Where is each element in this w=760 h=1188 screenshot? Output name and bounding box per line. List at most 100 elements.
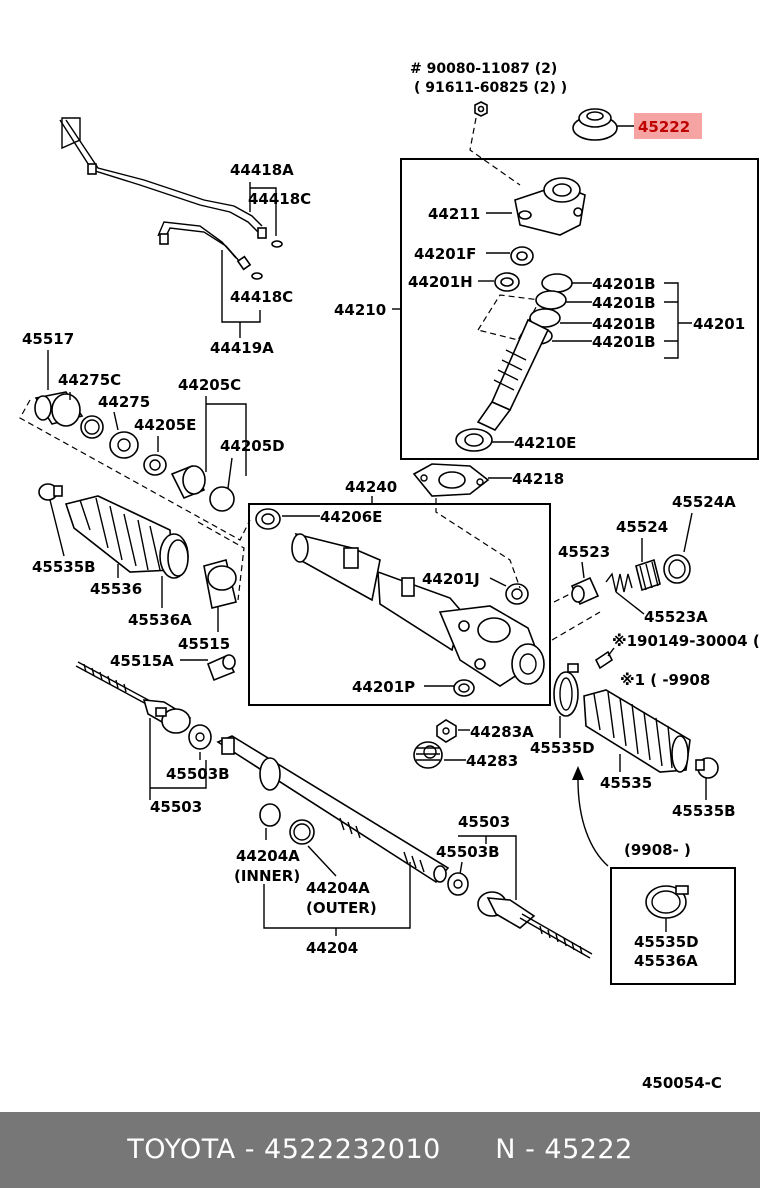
bolt-ref-label: # 90080-11087 (2) — [410, 61, 557, 77]
label-45536A-inset: 45536A — [634, 952, 698, 970]
label-45524: 45524 — [616, 518, 668, 536]
label-45536A: 45536A — [128, 611, 192, 629]
nut-icon — [436, 719, 457, 743]
highlight-box[interactable] — [634, 113, 702, 139]
end-bush-icon — [170, 464, 206, 500]
seal-h-icon — [494, 272, 520, 292]
label-44275: 44275 — [98, 393, 150, 411]
label-190149-30004: ※190149-30004 (2 — [612, 632, 760, 650]
label-44240: 44240 — [345, 478, 397, 496]
label-note-9908: ※1 ( -9908 — [620, 671, 710, 689]
diagram-id: 450054-C — [642, 1074, 722, 1092]
seal-f-icon — [510, 246, 534, 266]
bolt-icon — [474, 101, 488, 117]
boot-left-icon — [64, 495, 189, 579]
rack-housing-box — [248, 503, 551, 706]
label-44204A-outer: 44204A — [306, 879, 370, 897]
tie-rod-right-icon — [477, 891, 593, 959]
outer-ring-icon — [289, 819, 315, 845]
inner-ring-icon — [259, 803, 281, 827]
rack-bushing-icon — [203, 559, 237, 609]
cushion-a-icon — [206, 654, 236, 682]
valve-housing-icon — [514, 177, 586, 236]
label-44418A: 44418A — [230, 161, 294, 179]
label-44218: 44218 — [512, 470, 564, 488]
rack-housing-icon — [291, 532, 545, 687]
clamp-inset-icon — [645, 885, 689, 919]
label-45515A: 45515A — [110, 652, 174, 670]
control-valve-shaft-icon — [476, 318, 550, 432]
seal-e-icon — [455, 428, 493, 452]
label-44201P: 44201P — [352, 678, 415, 696]
oil-seal-icon — [143, 454, 167, 476]
label-45503B-left: 45503B — [166, 765, 230, 783]
label-45535D: 45535D — [530, 739, 595, 757]
seal-j-icon — [505, 583, 529, 605]
bolt-leader-line — [469, 117, 521, 186]
label-44201B-3: 44201B — [592, 315, 656, 333]
label-44201B-2: 44201B — [592, 294, 656, 312]
cap-ring-icon — [663, 554, 691, 584]
label-44201: 44201 — [693, 315, 745, 333]
adjusting-screw-icon — [635, 558, 661, 592]
label-44201H: 44201H — [408, 273, 473, 291]
gasket-icon — [412, 463, 490, 497]
label-45503-right: 45503 — [458, 813, 510, 831]
rack-guide-r-icon — [570, 576, 600, 606]
bushing-icon — [34, 391, 84, 427]
label-45523A: 45523A — [644, 608, 708, 626]
snap-ring-icon — [80, 415, 104, 439]
washer-left-icon — [188, 724, 212, 750]
label-45535: 45535 — [600, 774, 652, 792]
label-44206E: 44206E — [320, 508, 382, 526]
label-44201B-4: 44201B — [592, 333, 656, 351]
steering-rack-icon — [216, 735, 450, 884]
mount-cushion-icon — [572, 108, 618, 141]
label-45536: 45536 — [90, 580, 142, 598]
exploded-parts-diagram: # 90080-11087 (2) ( 91611-60825 (2) ) 45… — [19, 61, 760, 1092]
label-44204A-inner: 44204A — [236, 847, 300, 865]
label-45517: 45517 — [22, 330, 74, 348]
label-45535B: 45535B — [32, 558, 96, 576]
label-44205C: 44205C — [178, 376, 241, 394]
dust-cover-icon — [413, 741, 443, 769]
clamp-d-icon — [553, 663, 579, 717]
inset-arrow-head — [572, 766, 584, 780]
label-44418C-2: 44418C — [230, 288, 293, 306]
boot-right-icon — [583, 689, 691, 773]
seal-p-icon — [453, 679, 475, 697]
label-outer: (OUTER) — [306, 899, 377, 917]
label-44283: 44283 — [466, 752, 518, 770]
label-44205D: 44205D — [220, 437, 285, 455]
clamp-b-icon — [38, 483, 63, 501]
label-45523: 45523 — [558, 543, 610, 561]
label-44201J: 44201J — [422, 570, 480, 588]
inset-date-range: (9908- ) — [624, 841, 691, 859]
label-45515: 45515 — [178, 635, 230, 653]
label-45503-left: 45503 — [150, 798, 202, 816]
label-44211: 44211 — [428, 205, 480, 223]
label-45535D-inset: 45535D — [634, 933, 699, 951]
label-45503B-right: 45503B — [436, 843, 500, 861]
o-ring-icon — [209, 486, 235, 512]
clamp-b-right-icon — [695, 757, 719, 779]
tie-rod-left-icon — [75, 661, 192, 734]
label-45524A: 45524A — [672, 493, 736, 511]
label-44201F: 44201F — [414, 245, 476, 263]
spring-icon — [605, 572, 633, 593]
screw-icon — [594, 647, 615, 670]
label-44204: 44204 — [306, 939, 358, 957]
label-44210E: 44210E — [514, 434, 576, 452]
bolt-ref-alt-label: ( 91611-60825 (2) ) — [414, 80, 567, 96]
rack-bush-icon — [255, 508, 281, 530]
rack-guide-icon — [109, 431, 139, 459]
label-45535B-right: 45535B — [672, 802, 736, 820]
label-44418C-1: 44418C — [248, 190, 311, 208]
label-inner: (INNER) — [234, 867, 300, 885]
label-44201B-1: 44201B — [592, 275, 656, 293]
pressure-pipes-icon — [59, 117, 283, 280]
label-44205E: 44205E — [134, 416, 196, 434]
highlight-part-number[interactable]: 45222 — [638, 118, 690, 136]
label-44419A: 44419A — [210, 339, 274, 357]
